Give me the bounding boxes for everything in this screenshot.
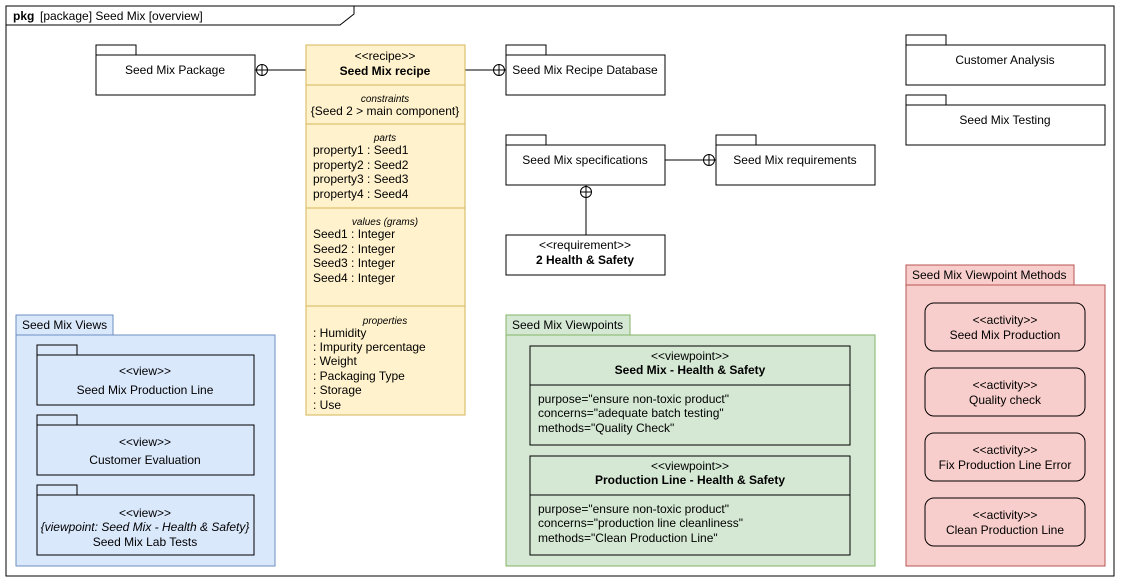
recipe-background <box>305 44 466 416</box>
view-name: Seed Mix Production Line <box>77 383 214 397</box>
property-item: : Impurity percentage <box>313 340 426 354</box>
viewpoint-name: Seed Mix - Health & Safety <box>615 363 766 377</box>
recipe-stereotype: <<recipe>> <box>355 49 416 63</box>
viewpoint-attribute: purpose="ensure non-toxic product" <box>538 392 729 406</box>
activity-stereotype: <<activity>> <box>973 378 1038 392</box>
part-item: property4 : Seed4 <box>313 187 409 201</box>
viewpoint-stereotype: <<viewpoint>> <box>651 349 729 363</box>
package-customer-analysis[interactable]: Customer Analysis <box>905 34 1106 86</box>
package-requirements[interactable]: Seed Mix requirements <box>715 134 876 186</box>
value-item: Seed1 : Integer <box>313 227 395 241</box>
package-seed-mix-testing[interactable]: Seed Mix Testing <box>905 94 1106 146</box>
activity-name: Quality check <box>969 393 1042 407</box>
value-item: Seed3 : Integer <box>313 256 395 270</box>
part-item: property3 : Seed3 <box>313 172 409 186</box>
view-name: Seed Mix Lab Tests <box>93 535 198 549</box>
activity-fix-production-line-error[interactable]: <<activity>> Fix Production Line Error <box>924 432 1086 482</box>
activity-name: Seed Mix Production <box>950 328 1061 342</box>
activity-stereotype: <<activity>> <box>973 443 1038 457</box>
package-label: Customer Analysis <box>955 53 1054 67</box>
requirement-name: 2 Health & Safety <box>536 253 634 267</box>
activity-stereotype: <<activity>> <box>973 313 1038 327</box>
property-item: : Packaging Type <box>313 369 405 383</box>
constraints-header: constraints <box>361 94 409 105</box>
parts-header: parts <box>373 133 396 144</box>
activity-name: Fix Production Line Error <box>939 458 1072 472</box>
view-customer-evaluation[interactable]: <<view>> Customer Evaluation <box>36 414 255 476</box>
activity-clean-production-line[interactable]: <<activity>> Clean Production Line <box>924 497 1086 547</box>
viewpoint-name: Production Line - Health & Safety <box>595 473 785 487</box>
property-item: : Humidity <box>313 326 366 340</box>
requirement-block[interactable]: <<requirement>> 2 Health & Safety <box>505 234 666 276</box>
viewpoint-stereotype: <<viewpoint>> <box>651 459 729 473</box>
view-seed-mix-lab-tests[interactable]: <<view>> {viewpoint: Seed Mix - Health &… <box>36 484 255 556</box>
values-header: values (grams) <box>352 217 418 228</box>
containment-connectors <box>255 64 716 235</box>
package-label: Seed Mix Testing <box>959 113 1050 127</box>
viewpoint-attribute: purpose="ensure non-toxic product" <box>538 502 729 516</box>
activity-quality-check[interactable]: <<activity>> Quality check <box>924 367 1086 417</box>
activity-name: Clean Production Line <box>946 523 1064 537</box>
constraint-text: {Seed 2 > main component} <box>311 104 459 118</box>
view-seed-mix-production-line[interactable]: <<view>> Seed Mix Production Line <box>36 344 255 406</box>
methods-title: Seed Mix Viewpoint Methods <box>912 268 1067 282</box>
frame-keyword: pkg <box>13 9 34 23</box>
part-item: property2 : Seed2 <box>313 158 409 172</box>
frame-title: [package] Seed Mix [overview] <box>40 9 203 23</box>
viewpoint-attribute: methods="Quality Check" <box>538 421 674 435</box>
view-name: Customer Evaluation <box>89 453 200 467</box>
package-label: Seed Mix specifications <box>522 153 647 167</box>
view-stereotype: <<view>> <box>119 506 171 520</box>
requirement-stereotype: <<requirement>> <box>539 238 631 252</box>
package-recipe-database[interactable]: Seed Mix Recipe Database <box>505 44 666 96</box>
value-item: Seed2 : Integer <box>313 242 395 256</box>
viewpoints-title: Seed Mix Viewpoints <box>512 318 623 332</box>
package-seed-mix-package[interactable]: Seed Mix Package <box>95 44 256 96</box>
value-item: Seed4 : Integer <box>313 271 395 285</box>
properties-header: properties <box>362 316 407 327</box>
viewpoint-attribute: concerns="production line cleanliness" <box>538 516 743 530</box>
viewpoint-seed-mix-health-safety[interactable]: <<viewpoint>> Seed Mix - Health & Safety… <box>529 345 851 446</box>
view-viewpoint: {viewpoint: Seed Mix - Health & Safety} <box>41 520 250 534</box>
package-label: Seed Mix Recipe Database <box>512 63 658 77</box>
views-title: Seed Mix Views <box>22 318 107 332</box>
activity-stereotype: <<activity>> <box>973 508 1038 522</box>
property-item: : Weight <box>313 354 357 368</box>
property-item: : Use <box>313 398 341 412</box>
view-stereotype: <<view>> <box>119 435 171 449</box>
activity-seed-mix-production[interactable]: <<activity>> Seed Mix Production <box>924 302 1086 352</box>
recipe-block[interactable]: <<recipe>> Seed Mix recipe constraints {… <box>305 44 466 416</box>
part-item: property1 : Seed1 <box>313 143 409 157</box>
frame-tab <box>5 5 355 26</box>
package-specifications[interactable]: Seed Mix specifications <box>505 134 666 186</box>
package-label: Seed Mix Package <box>125 63 225 77</box>
property-item: : Storage <box>313 383 362 397</box>
viewpoint-production-line-health-safety[interactable]: <<viewpoint>> Production Line - Health &… <box>529 455 851 556</box>
package-label: Seed Mix requirements <box>733 153 856 167</box>
viewpoint-attribute: concerns="adequate batch testing" <box>538 406 724 420</box>
viewpoint-attribute: methods="Clean Production Line" <box>538 531 718 545</box>
recipe-name: Seed Mix recipe <box>340 64 431 78</box>
view-stereotype: <<view>> <box>119 364 171 378</box>
